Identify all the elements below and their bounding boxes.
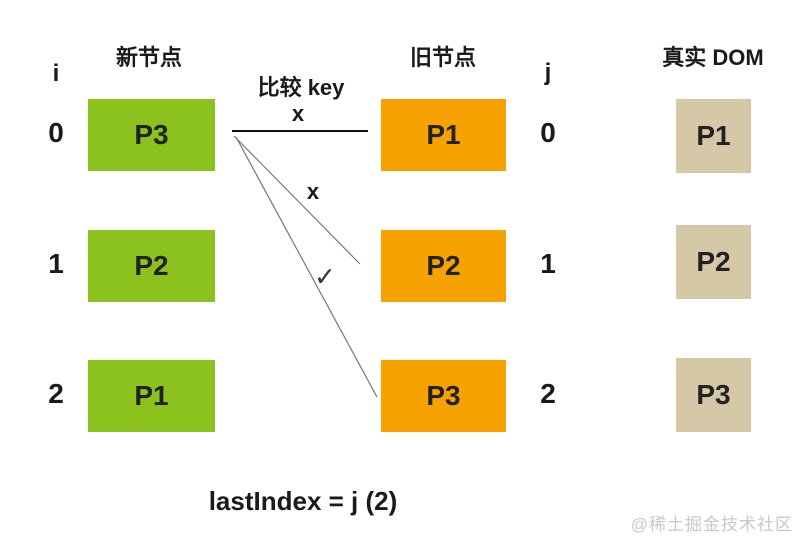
i-index-1: 1 <box>48 248 64 279</box>
old-node-0: P1 <box>381 99 506 171</box>
compare-result-0: x <box>291 101 305 126</box>
i-index-2: 2 <box>48 378 64 409</box>
new-nodes-header: 新节点 <box>115 45 183 70</box>
old-node-2: P3 <box>381 360 506 432</box>
dom-node-0: P1 <box>676 99 751 173</box>
new-node-1: P2 <box>88 230 215 302</box>
compare-line-p3-p3 <box>235 136 378 398</box>
j-index-0: 0 <box>540 117 556 148</box>
compare-result-check: ✓ <box>314 261 336 292</box>
new-node-2: P1 <box>88 360 215 432</box>
new-node-0: P3 <box>88 99 215 171</box>
old-nodes-header: 旧节点 <box>409 45 477 70</box>
real-dom-header: 真实 DOM <box>662 45 764 70</box>
i-index-0: 0 <box>48 117 64 148</box>
dom-node-1: P2 <box>676 225 751 299</box>
compare-key-label: 比较 key <box>257 75 345 100</box>
j-index-2: 2 <box>540 378 556 409</box>
j-axis-label: j <box>544 59 552 86</box>
last-index-formula: lastIndex = j (2) <box>208 486 398 516</box>
dom-node-2: P3 <box>676 358 751 432</box>
compare-result-1: x <box>306 179 320 204</box>
old-node-1: P2 <box>381 230 506 302</box>
compare-line-p3-p2 <box>233 135 361 265</box>
watermark: @稀土掘金技术社区 <box>630 515 793 534</box>
i-axis-label: i <box>52 60 60 87</box>
j-index-1: 1 <box>540 248 556 279</box>
